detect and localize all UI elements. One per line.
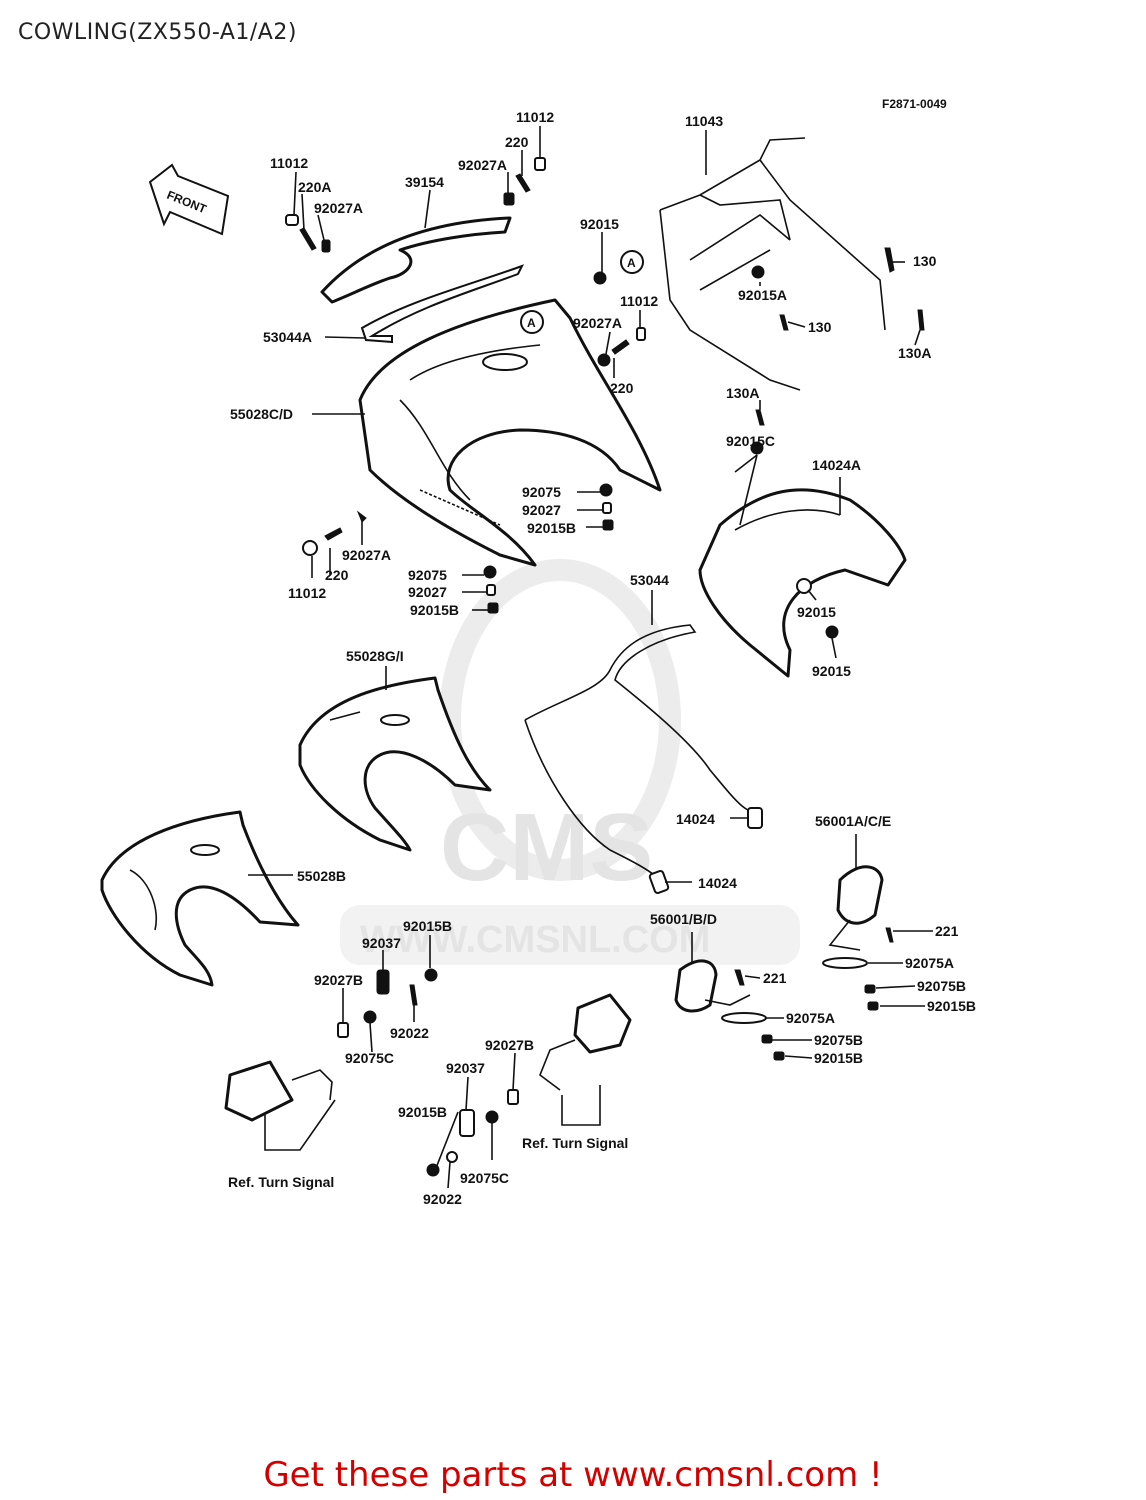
- label-92015b: 92015B: [410, 602, 459, 618]
- reference-marker-a2: A: [520, 310, 544, 334]
- watermark-url-band: [340, 905, 800, 965]
- label-92027b: 92027B: [485, 1037, 534, 1053]
- watermark-url: WWW.CMSNL.COM: [360, 919, 710, 961]
- hardware: [285, 157, 925, 1177]
- turn-signal-left: [224, 1060, 336, 1151]
- watermark-brand: CMS: [440, 794, 653, 901]
- label-11012: 11012: [620, 293, 658, 309]
- turn-signal-right: [539, 993, 632, 1126]
- part-labels: 11012 220A 92027A 39154 11012 220 92027A…: [228, 109, 976, 1207]
- label-92075b: 92075B: [917, 978, 966, 994]
- label-92075a: 92075A: [786, 1010, 835, 1026]
- label-92015b: 92015B: [927, 998, 976, 1014]
- label-92037: 92037: [362, 935, 401, 951]
- label-92015b: 92015B: [403, 918, 452, 934]
- label-53044: 53044: [630, 572, 669, 588]
- label-130: 130: [808, 319, 832, 335]
- front-arrow: FRONT: [148, 163, 230, 236]
- label-92037: 92037: [446, 1060, 485, 1076]
- cowl-55028gi: [298, 676, 492, 852]
- label-55028gi: 55028G/I: [346, 648, 404, 664]
- label-130: 130: [913, 253, 937, 269]
- label-130a: 130A: [898, 345, 931, 361]
- leader-lines: [248, 126, 933, 1189]
- reference-marker-a1: A: [620, 250, 644, 274]
- label-221: 221: [935, 923, 959, 939]
- label-92027b: 92027B: [314, 972, 363, 988]
- label-92015c: 92015C: [726, 433, 775, 449]
- label-14024a: 14024A: [812, 457, 861, 473]
- label-92027a: 92027A: [314, 200, 363, 216]
- ref-turn-signal-label: Ref. Turn Signal: [228, 1174, 334, 1190]
- label-92015b: 92015B: [814, 1050, 863, 1066]
- label-220: 220: [505, 134, 529, 150]
- trim-53044a: [360, 264, 525, 344]
- label-92027: 92027: [522, 502, 561, 518]
- label-55028b: 55028B: [297, 868, 346, 884]
- label-92027: 92027: [408, 584, 447, 600]
- ref-turn-signal-label: Ref. Turn Signal: [522, 1135, 628, 1151]
- label-92075c: 92075C: [345, 1050, 394, 1066]
- label-11043: 11043: [685, 113, 723, 129]
- label-220: 220: [325, 567, 349, 583]
- label-14024: 14024: [676, 811, 715, 827]
- label-11012: 11012: [270, 155, 308, 171]
- label-92027a: 92027A: [573, 315, 622, 331]
- label-56001ace: 56001A/C/E: [815, 813, 891, 829]
- label-92075a: 92075A: [905, 955, 954, 971]
- label-92015b: 92015B: [398, 1104, 447, 1120]
- label-11012: 11012: [516, 109, 554, 125]
- page-title: COWLING(ZX550-A1/A2): [18, 20, 297, 45]
- footer-link[interactable]: Get these parts at www.cmsnl.com !: [263, 1455, 883, 1495]
- label-92075: 92075: [408, 567, 447, 583]
- windshield: [320, 216, 512, 304]
- label-11012: 11012: [288, 585, 326, 601]
- label-92015b: 92015B: [527, 520, 576, 536]
- mirror-56001bd: [674, 959, 751, 1013]
- figure-code: F2871-0049: [882, 97, 947, 111]
- mirror-56001ace: [828, 865, 884, 951]
- upper-cowl-55028cd: [358, 298, 662, 567]
- label-92015: 92015: [812, 663, 851, 679]
- label-92027a: 92027A: [458, 157, 507, 173]
- label-56001bd: 56001/B/D: [650, 911, 717, 927]
- label-92015a: 92015A: [738, 287, 787, 303]
- label-221: 221: [763, 970, 787, 986]
- label-92022: 92022: [390, 1025, 429, 1041]
- svg-text:A: A: [527, 316, 536, 330]
- svg-text:A: A: [627, 256, 636, 270]
- label-92027a: 92027A: [342, 547, 391, 563]
- label-14024: 14024: [698, 875, 737, 891]
- label-92075: 92075: [522, 484, 561, 500]
- label-92022: 92022: [423, 1191, 462, 1207]
- label-92015: 92015: [580, 216, 619, 232]
- label-92015: 92015: [797, 604, 836, 620]
- label-130a: 130A: [726, 385, 759, 401]
- label-92075b: 92075B: [814, 1032, 863, 1048]
- frame-bracket-11043: [659, 137, 886, 391]
- seal-53044: [524, 624, 763, 894]
- label-53044a: 53044A: [263, 329, 312, 345]
- label-39154: 39154: [405, 174, 444, 190]
- label-92075c: 92075C: [460, 1170, 509, 1186]
- label-220a: 220A: [298, 179, 331, 195]
- label-55028cd: 55028C/D: [230, 406, 293, 422]
- cowl-55028b: [100, 810, 300, 987]
- label-220: 220: [610, 380, 634, 396]
